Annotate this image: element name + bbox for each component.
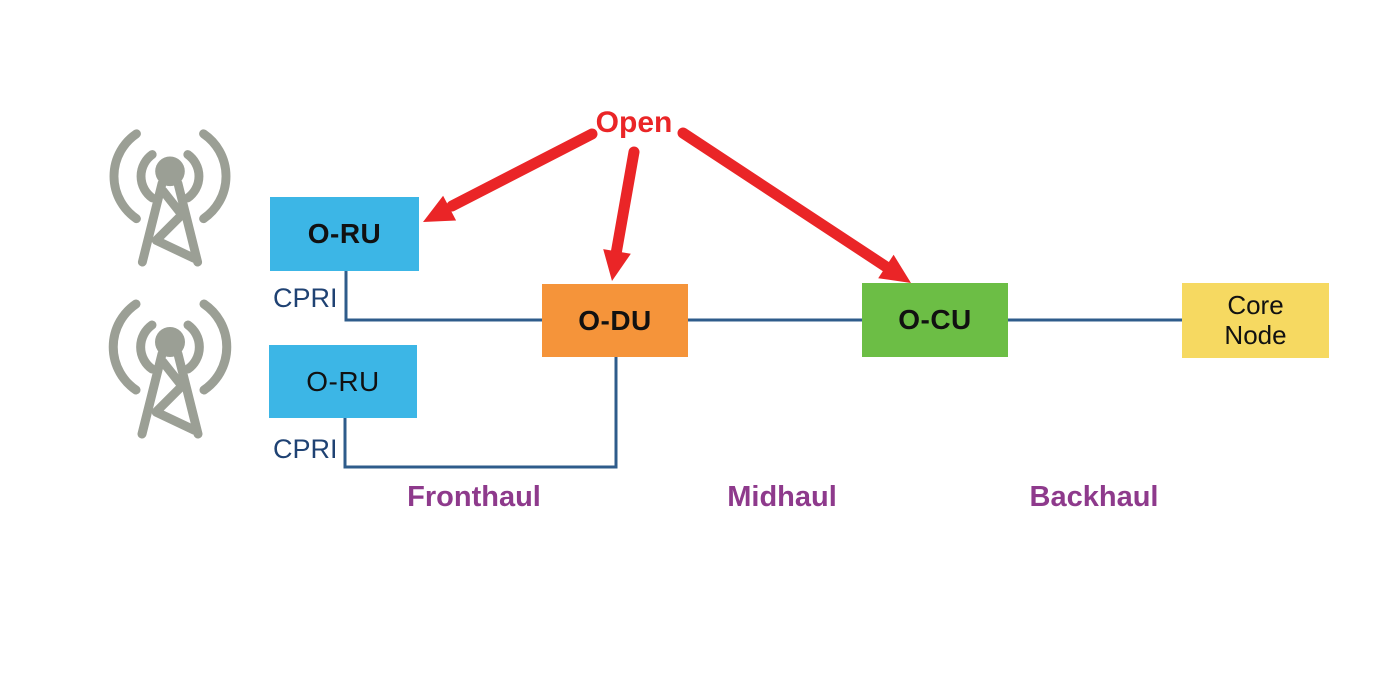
node-oru-1: O-RU (270, 197, 419, 271)
open-arrow-to-odu (603, 146, 640, 281)
node-oru-2-label: O-RU (306, 365, 380, 397)
cpri-label-1: CPRI (273, 283, 338, 313)
segment-label-backhaul: Backhaul (1029, 481, 1159, 513)
open-arrow-to-oru (423, 128, 598, 222)
open-label: Open (595, 106, 673, 139)
node-oru-1-label: O-RU (307, 218, 382, 249)
node-core-label-line1: Core (1227, 289, 1284, 320)
node-odu: O-DU (542, 284, 688, 357)
node-core: Core Node (1182, 283, 1329, 358)
node-core-label-line2: Node (1224, 319, 1287, 350)
segment-label-fronthaul: Fronthaul (407, 481, 541, 513)
cpri-label-2: CPRI (273, 434, 338, 464)
segment-label-midhaul: Midhaul (727, 481, 837, 513)
node-ocu: O-CU (862, 283, 1008, 357)
node-oru-2: O-RU (269, 345, 417, 418)
node-ocu-label: O-CU (898, 304, 972, 335)
open-arrow-to-ocu (677, 127, 911, 283)
oru2-to-odu-connector-line (343, 357, 618, 469)
node-odu-label: O-DU (578, 304, 652, 336)
